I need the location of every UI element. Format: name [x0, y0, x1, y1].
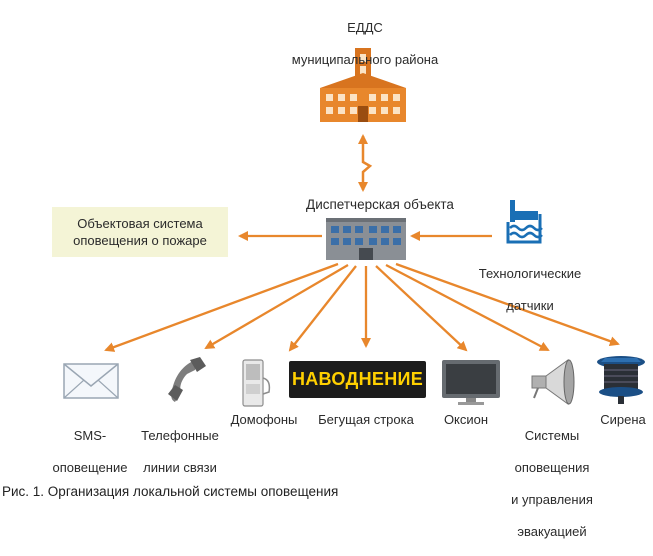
evac-line1: Системы — [524, 428, 580, 443]
phone-label: Телефонные линии связи — [136, 412, 224, 492]
diagram-canvas — [63, 48, 645, 407]
fire-system-box: Объектовая система оповещения о пожаре — [52, 207, 228, 257]
sms-label: SMS- оповещение — [50, 412, 130, 492]
sms-line1: SMS- — [73, 428, 107, 443]
loudspeaker-icon — [531, 359, 575, 405]
envelope-icon — [63, 363, 119, 399]
arrow-to-oxion — [375, 265, 468, 352]
intercom-label: Домофоны — [230, 412, 298, 427]
siren-icon — [597, 356, 645, 404]
sensors-line2: датчики — [506, 298, 554, 313]
monitor-icon — [442, 360, 500, 405]
edds-title: ЕДДС — [347, 20, 383, 35]
oxion-label: Оксион — [443, 412, 489, 427]
phone-handset-icon — [168, 357, 206, 402]
evac-line2: оповещения — [514, 460, 590, 475]
fire-system-line1: Объектовая система — [77, 216, 203, 231]
ticker-text: НАВОДНЕНИЕ — [291, 369, 424, 389]
arrow-to-siren — [395, 262, 620, 346]
evac-line4: эвакуацией — [517, 524, 587, 539]
municipal-building-icon — [320, 48, 406, 122]
ticker-label: Бегущая строка — [318, 412, 414, 427]
intercom-icon — [242, 359, 271, 407]
arrow-to-evac — [385, 263, 550, 352]
sensors-label: Технологические датчики — [468, 250, 592, 330]
evac-line3: и управления — [511, 492, 593, 507]
phone-line1: Телефонные — [141, 428, 219, 443]
dispatch-label: Диспетчерская объекта — [306, 197, 454, 212]
edds-subtitle: муниципального района — [291, 52, 439, 67]
figure-caption: Рис. 1. Организация локальной системы оп… — [2, 484, 339, 499]
edds-label: ЕДДС муниципального района — [250, 4, 480, 84]
evac-label: Системы оповещения и управления эвакуаци… — [506, 412, 598, 556]
link-edds-dispatch — [358, 134, 373, 192]
arrow-to-intercom — [288, 265, 357, 352]
sensors-line1: Технологические — [478, 266, 582, 281]
siren-label: Сирена — [600, 412, 646, 427]
arrow-to-sms — [104, 262, 339, 352]
sms-line2: оповещение — [52, 460, 128, 475]
water-level-sensor-icon — [506, 200, 543, 244]
ticker-display: НАВОДНЕНИЕ — [289, 361, 426, 398]
fire-system-label: Объектовая система оповещения о пожаре — [73, 215, 207, 249]
phone-line2: линии связи — [143, 460, 217, 475]
fire-system-line2: оповещения о пожаре — [73, 233, 207, 248]
arrow-to-phone — [204, 264, 349, 350]
dispatch-arrows — [104, 231, 620, 352]
dispatch-building-icon — [326, 218, 406, 260]
